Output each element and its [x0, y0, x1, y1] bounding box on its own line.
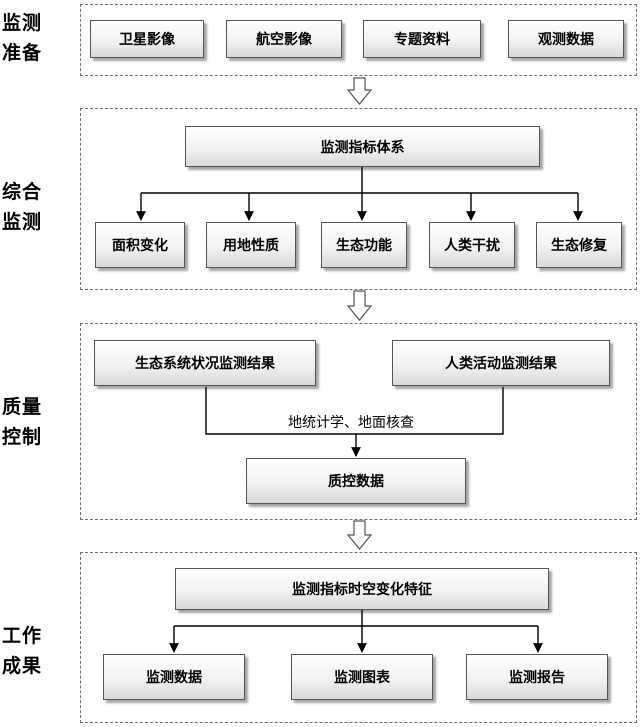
node-area-change: 面积变化	[95, 222, 185, 268]
stage-label-monitor: 综合 监测	[2, 181, 43, 233]
flow-arrow-1	[346, 77, 373, 105]
node-human-disturbance: 人类干扰	[429, 222, 515, 268]
node-eco-function: 生态功能	[321, 222, 407, 268]
node-thematic-data: 专题资料	[363, 20, 481, 58]
qc-method-label: 地统计学、地面核查	[288, 415, 414, 431]
node-land-use: 用地性质	[206, 222, 296, 268]
node-satellite-imagery: 卫星影像	[90, 20, 204, 58]
flow-arrow-2	[346, 290, 373, 321]
node-indicator-system: 监测指标体系	[185, 126, 540, 167]
stage-label-results: 工作 成果	[2, 625, 43, 677]
node-human-activity-results: 人类活动监测结果	[392, 340, 610, 386]
section-results	[80, 552, 637, 723]
section-quality	[80, 323, 637, 520]
node-ecosystem-results: 生态系统状况监测结果	[94, 340, 316, 386]
node-spatiotemporal-features: 监测指标时空变化特征	[175, 568, 549, 610]
node-observation-data: 观测数据	[508, 20, 624, 58]
section-monitor	[80, 108, 637, 290]
node-eco-restoration: 生态修复	[536, 222, 622, 268]
section-prepare	[80, 4, 637, 76]
node-aerial-imagery: 航空影像	[226, 20, 342, 58]
node-monitoring-report: 监测报告	[466, 654, 608, 700]
flow-arrow-3	[346, 520, 373, 550]
node-qc-data: 质控数据	[246, 458, 466, 504]
node-monitoring-data: 监测数据	[103, 654, 245, 700]
stage-label-quality: 质量 控制	[2, 396, 43, 448]
stage-label-prepare: 监测 准备	[2, 12, 43, 64]
node-monitoring-charts: 监测图表	[291, 654, 433, 700]
